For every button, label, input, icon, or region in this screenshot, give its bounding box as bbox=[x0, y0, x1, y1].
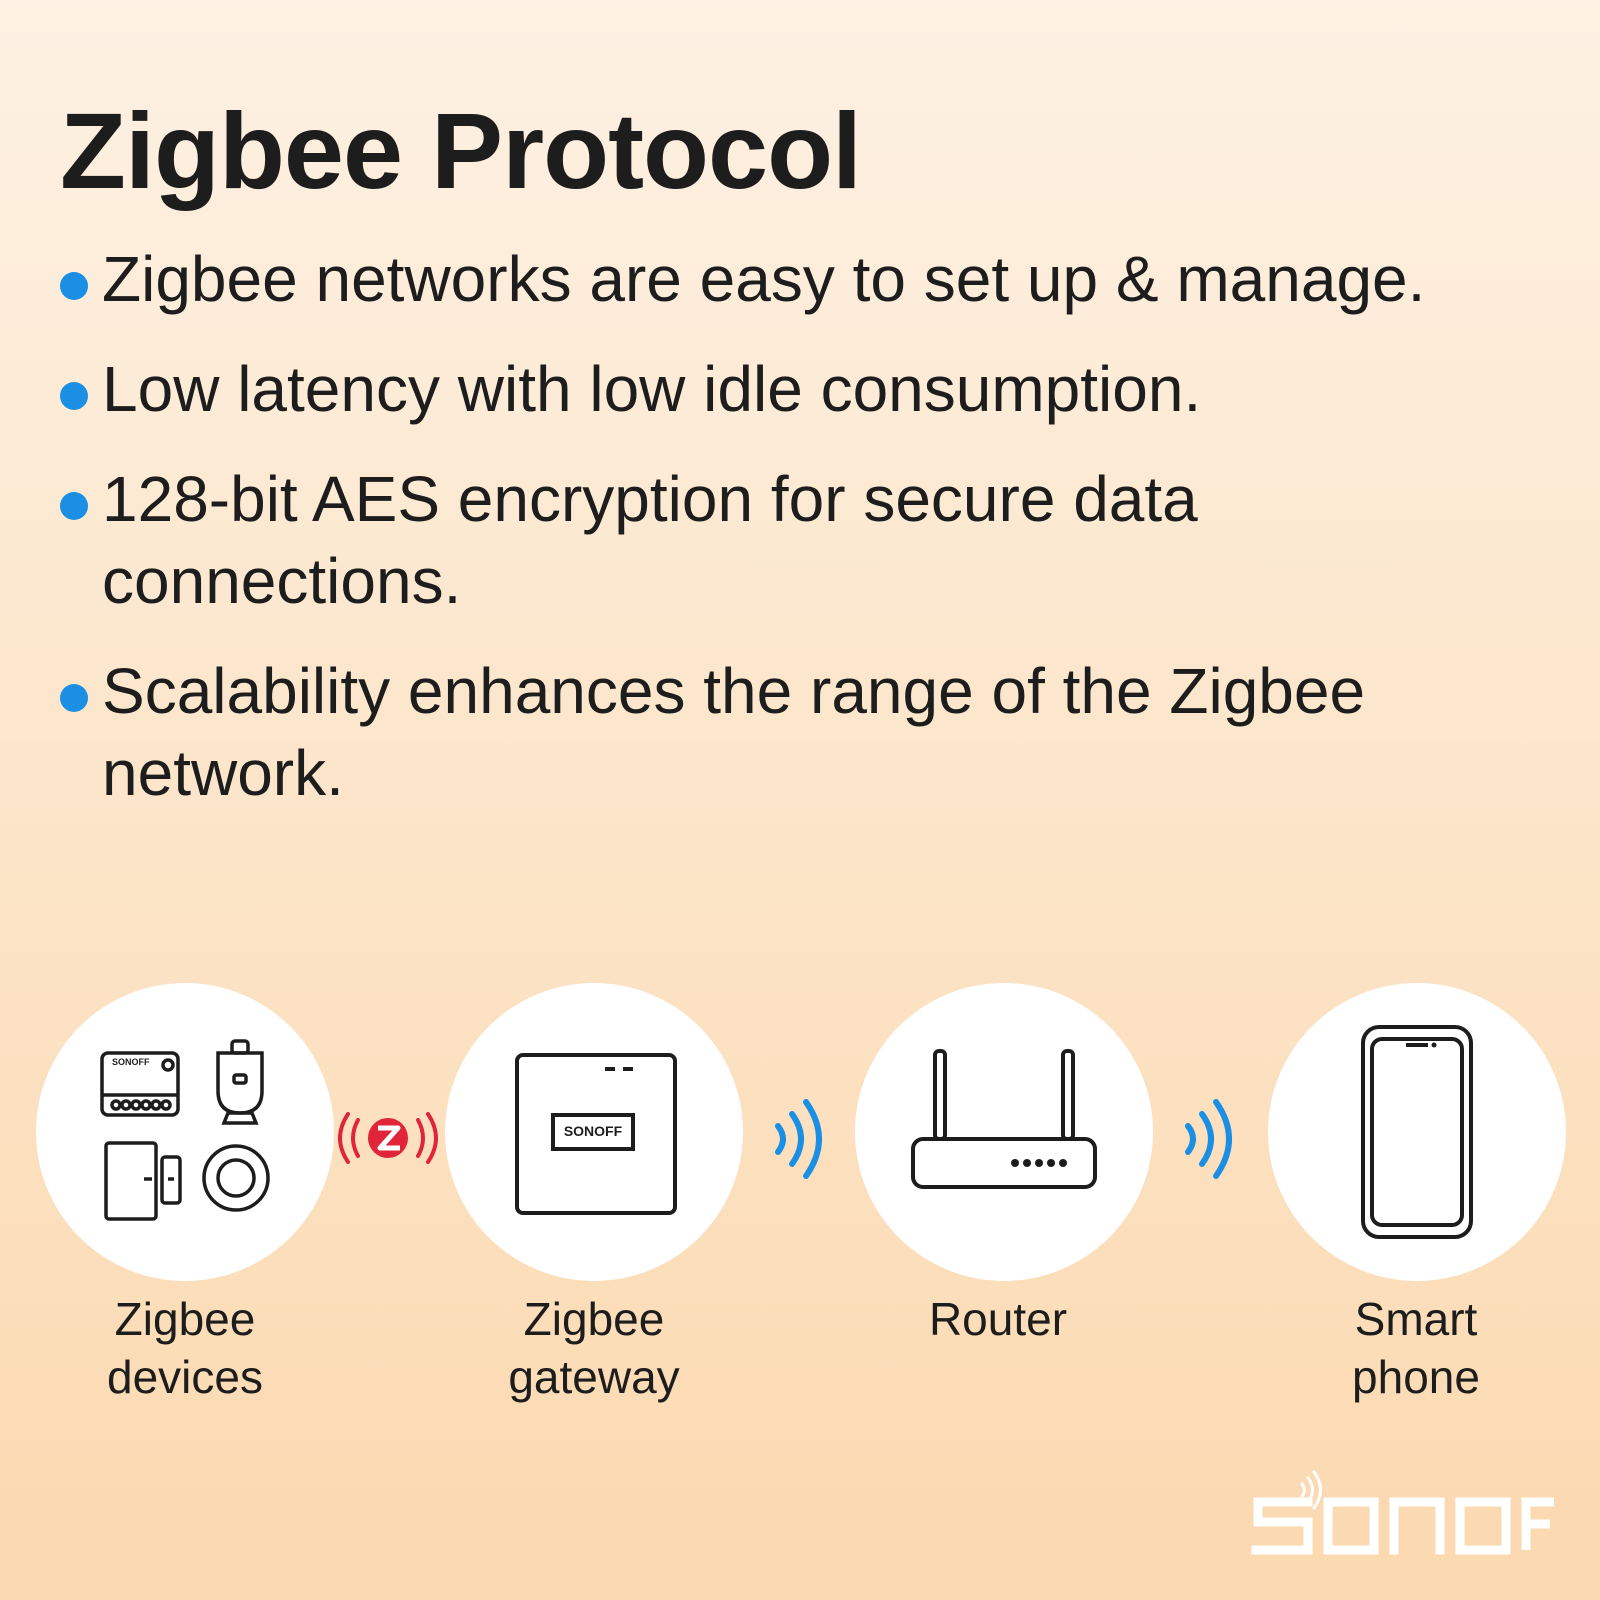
zigbee-devices-icon: SONOFF bbox=[100, 1039, 270, 1221]
feature-list: Zigbee networks are easy to set up & man… bbox=[58, 238, 1558, 842]
bullet-dot-icon bbox=[60, 382, 88, 410]
feature-text: Scalability enhances the range of the Zi… bbox=[102, 655, 1366, 809]
gateway-icon bbox=[515, 1053, 677, 1215]
bullet-dot-icon bbox=[60, 492, 88, 520]
node-label-router: Router bbox=[928, 1293, 1068, 1345]
wifi-signal-icon bbox=[775, 1099, 822, 1179]
sonoff-logo bbox=[1251, 1470, 1554, 1555]
node-label-zigbee-gateway: Zigbee gateway bbox=[508, 1293, 680, 1403]
node-zigbee-devices: SONOFF bbox=[36, 983, 334, 1281]
node-zigbee-gateway: SONOFF bbox=[445, 983, 743, 1281]
feature-item: Zigbee networks are easy to set up & man… bbox=[58, 238, 1558, 320]
wifi-signal-icon bbox=[1185, 1099, 1232, 1179]
feature-text: Low latency with low idle consumption. bbox=[102, 353, 1202, 425]
bullet-dot-icon bbox=[60, 272, 88, 300]
feature-text: Zigbee networks are easy to set up & man… bbox=[102, 243, 1426, 315]
page-title: Zigbee Protocol bbox=[60, 90, 862, 211]
feature-item: 128-bit AES encryption for secure data c… bbox=[58, 458, 1558, 622]
node-label-zigbee-devices: Zigbee devices bbox=[107, 1293, 263, 1403]
svg-text:SONOFF: SONOFF bbox=[112, 1057, 150, 1067]
gateway-brand-text: SONOFF bbox=[563, 1123, 623, 1139]
feature-item: Scalability enhances the range of the Zi… bbox=[58, 650, 1558, 814]
zigbee-signal-icon bbox=[338, 1112, 438, 1164]
node-smartphone bbox=[1268, 983, 1566, 1281]
node-label-smartphone: Smart phone bbox=[1352, 1293, 1480, 1403]
feature-text: 128-bit AES encryption for secure data c… bbox=[102, 463, 1198, 617]
node-router bbox=[855, 983, 1153, 1281]
feature-item: Low latency with low idle consumption. bbox=[58, 348, 1558, 430]
bullet-dot-icon bbox=[60, 684, 88, 712]
router-icon bbox=[911, 1049, 1097, 1189]
smartphone-icon bbox=[1361, 1025, 1473, 1239]
